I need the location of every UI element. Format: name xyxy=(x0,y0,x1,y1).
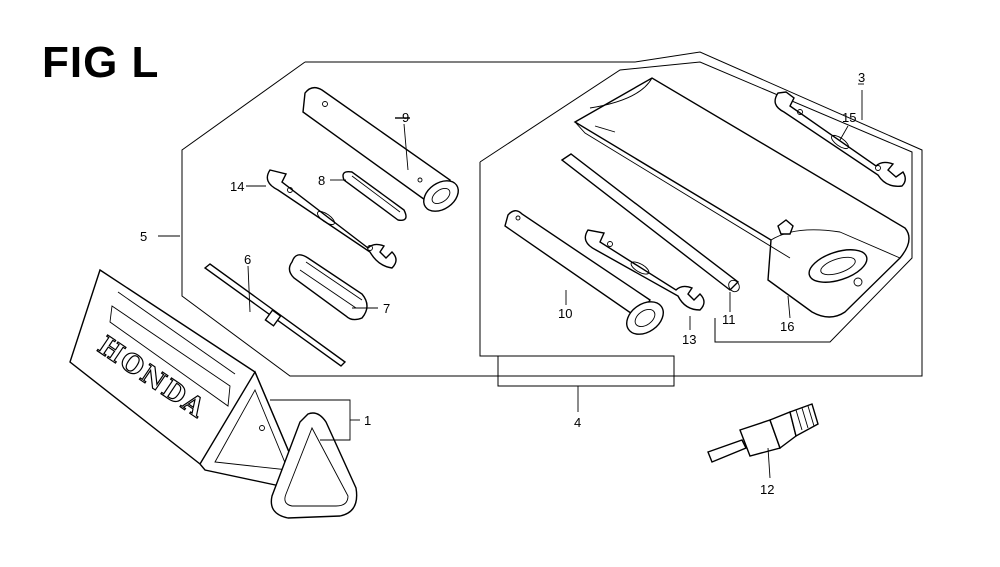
screwdriver-shaft-6 xyxy=(203,263,347,367)
callout-6: 6 xyxy=(244,252,251,267)
callout-10: 10 xyxy=(558,306,572,321)
callout-12: 12 xyxy=(760,482,774,497)
leader-lines xyxy=(158,83,864,479)
callout-4: 4 xyxy=(574,415,581,430)
box-wrench-9 xyxy=(302,86,459,212)
wrench-13 xyxy=(584,229,705,311)
callout-8: 8 xyxy=(318,173,325,188)
box-wrench-10 xyxy=(504,210,664,335)
callout-5: 5 xyxy=(140,229,147,244)
callout-16: 16 xyxy=(780,319,794,334)
wrench-15 xyxy=(774,91,906,187)
tool-case: HONDA xyxy=(69,268,301,488)
callout-3: 3 xyxy=(858,70,865,85)
callout-13: 13 xyxy=(682,332,696,347)
spark-plug-12 xyxy=(707,403,819,463)
callout-14: 14 xyxy=(230,179,244,194)
callout-9: 9 xyxy=(402,110,409,125)
callout-1: 1 xyxy=(364,413,371,428)
rod-11 xyxy=(560,153,740,293)
figure-title: FIG L xyxy=(42,38,160,87)
tool-bag xyxy=(573,77,910,318)
screwdriver-blade-8 xyxy=(342,170,407,221)
callout-7: 7 xyxy=(383,301,390,316)
callout-15: 15 xyxy=(842,110,856,125)
case-cover xyxy=(270,412,358,519)
group-outline-4 xyxy=(479,162,675,387)
callout-11: 11 xyxy=(722,312,736,327)
callouts: 1 3 4 5 6 7 8 9 10 11 12 13 14 15 16 xyxy=(140,70,865,497)
group-outline-5 xyxy=(181,51,923,377)
wrench-14 xyxy=(266,169,397,269)
group-outline-3 xyxy=(479,61,913,343)
screwdriver-handle-7 xyxy=(288,254,368,321)
